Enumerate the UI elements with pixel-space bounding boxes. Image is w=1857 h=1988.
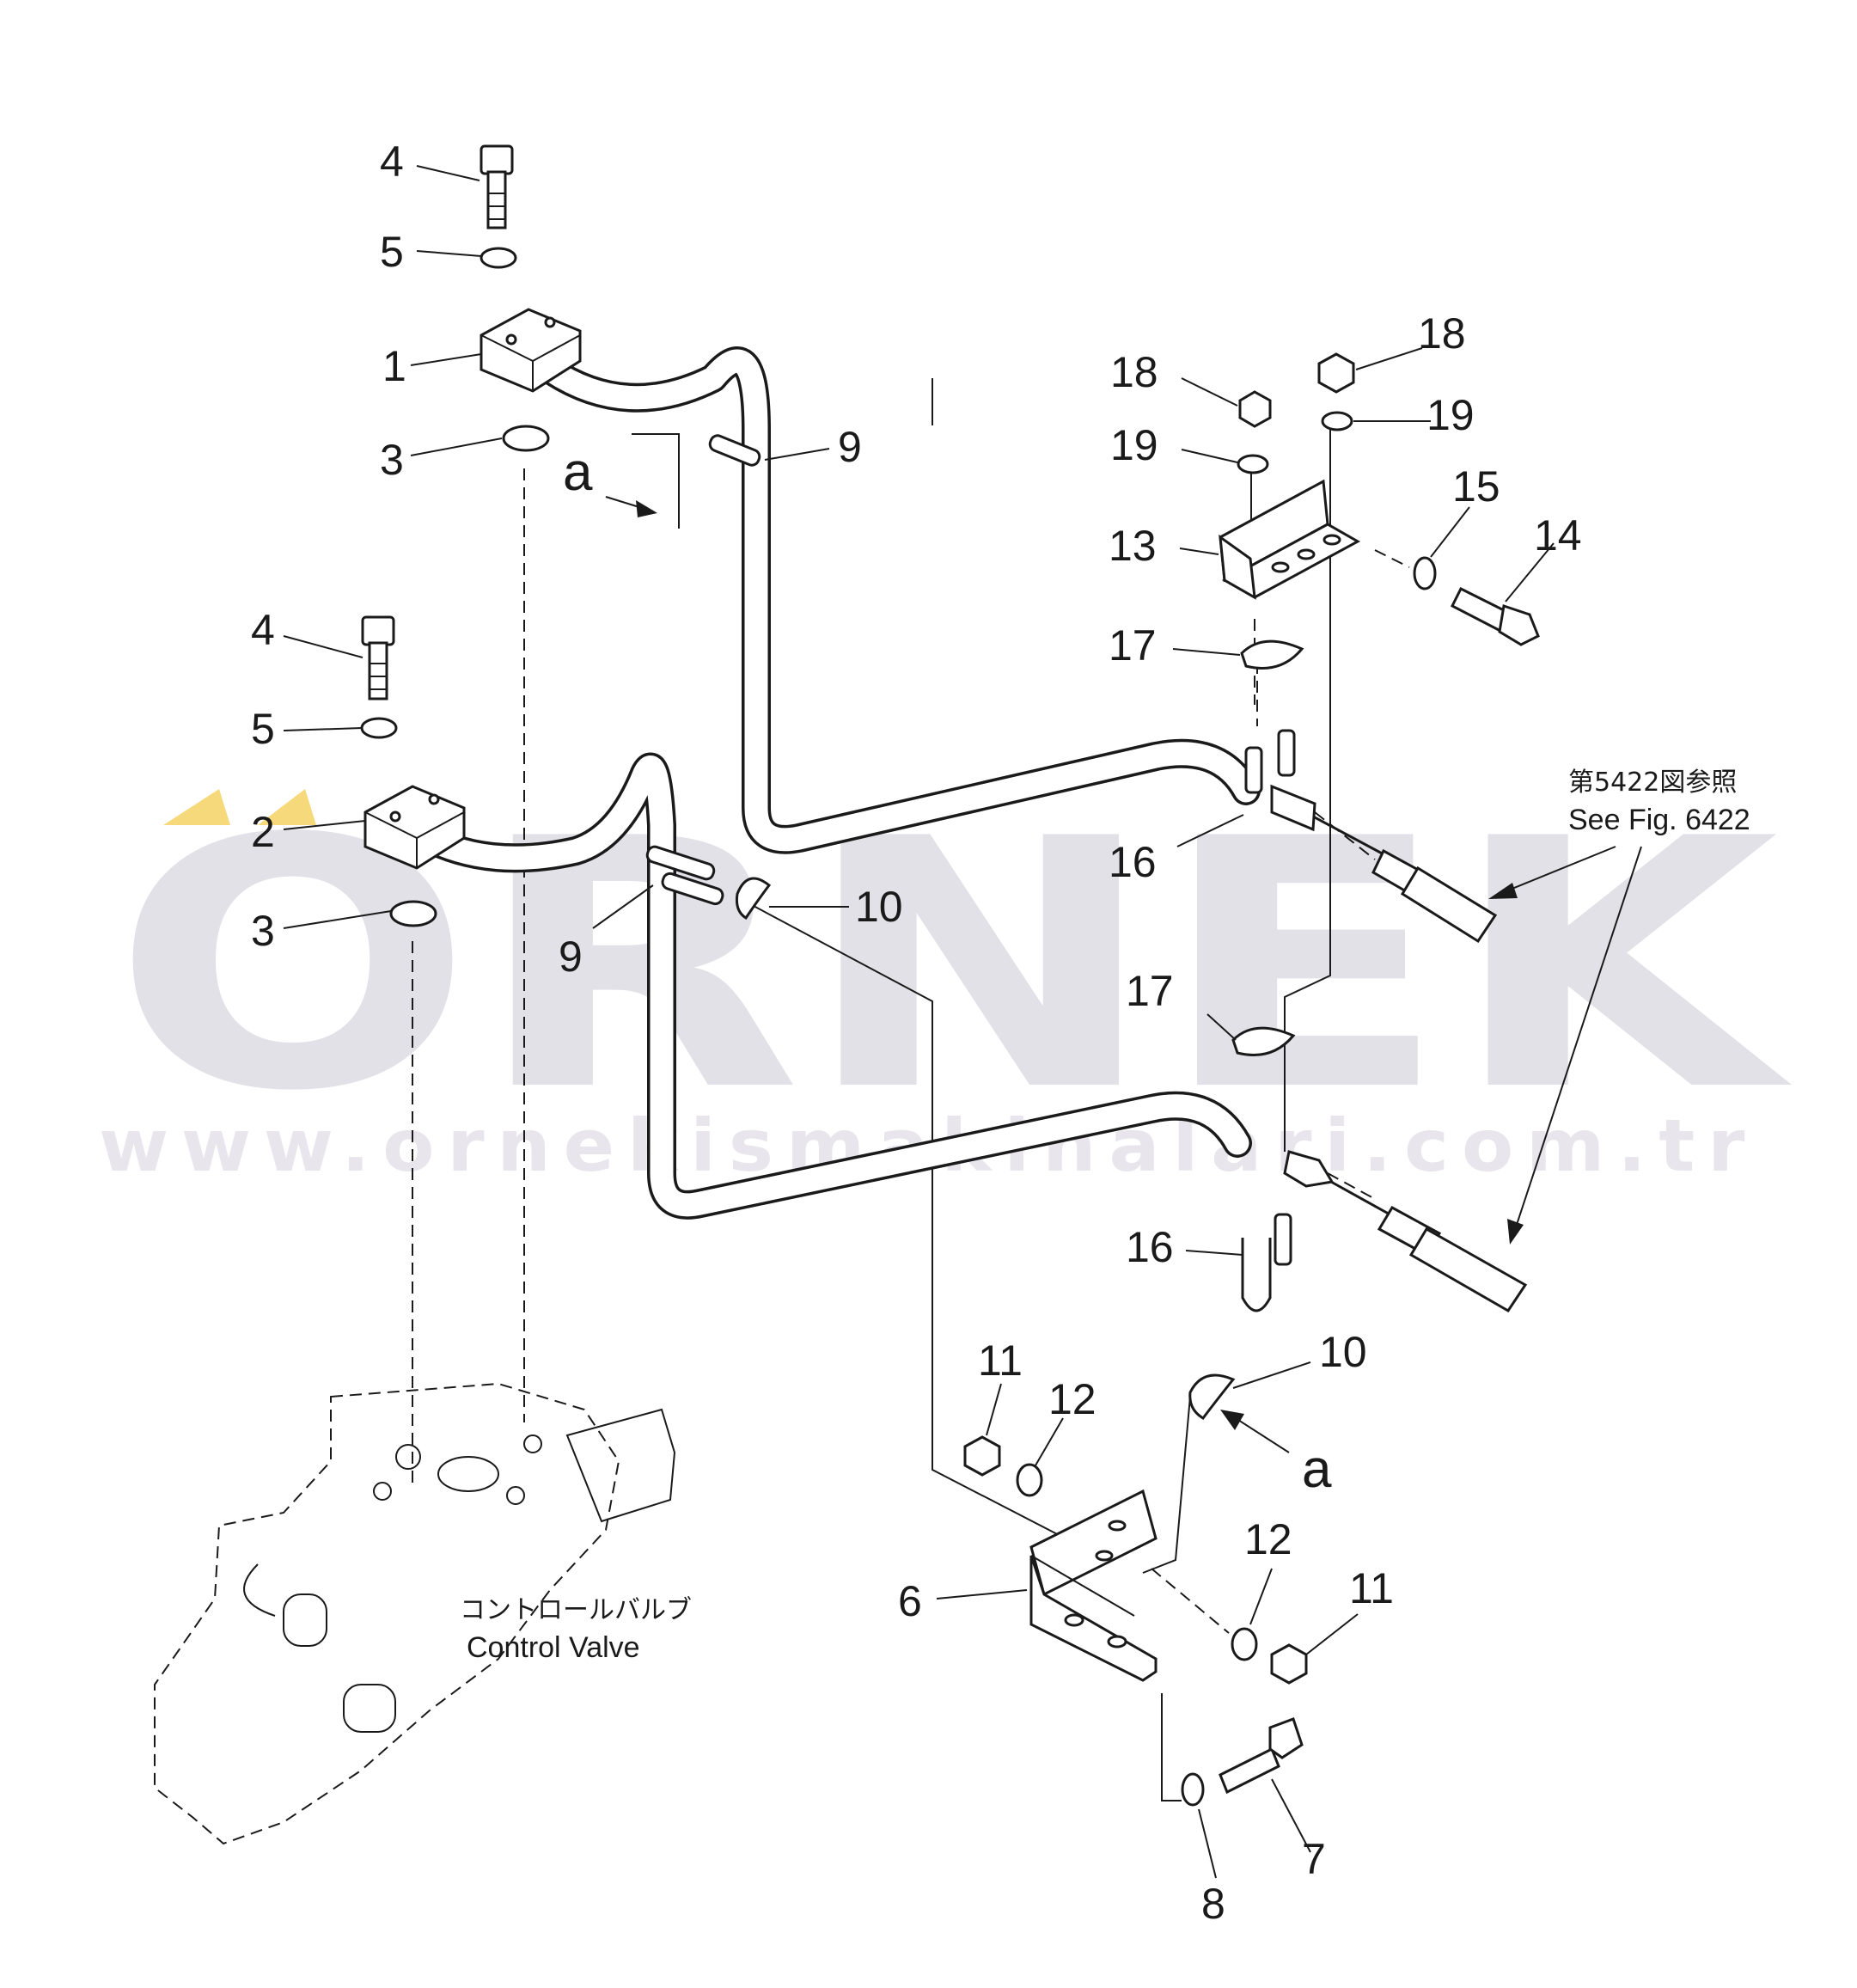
flange-1 <box>480 308 582 393</box>
watermark-accent-left <box>163 789 230 825</box>
callout-10-lower: 10 <box>1319 1328 1367 1376</box>
bracket-13 <box>1219 479 1361 600</box>
nut-11-upper <box>963 1435 1001 1477</box>
callout-18-left: 18 <box>1110 348 1158 396</box>
clip-9-upper <box>708 434 761 467</box>
callout-9-upper: 9 <box>838 423 862 471</box>
callout-15: 15 <box>1452 462 1500 511</box>
bolt-4-upper <box>480 144 514 229</box>
fig-ref-label-jp: 第5422図参照 <box>1568 768 1737 798</box>
callout-10-upper: 10 <box>855 883 903 931</box>
fitting-16-lower <box>1241 1150 1335 1312</box>
bolt-7 <box>1219 1717 1304 1795</box>
pipe-upper <box>535 346 1261 854</box>
clip-9-lower <box>645 845 724 906</box>
callout-numbers: 4 5 1 3 9 4 5 2 3 9 10 18 18 19 19 15 14… <box>251 138 1582 1928</box>
callout-17-lower: 17 <box>1126 967 1174 1015</box>
washer-19-right <box>1321 411 1353 431</box>
callout-16-lower: 16 <box>1126 1223 1174 1271</box>
view-a-label-upper: a <box>563 443 593 502</box>
watermark-accent-right <box>258 789 316 825</box>
callout-8: 8 <box>1201 1880 1225 1928</box>
callout-3-upper: 3 <box>380 436 404 484</box>
callout-5-lower: 5 <box>251 705 275 753</box>
pipe-lower <box>398 752 1252 1220</box>
callout-1: 1 <box>382 342 406 390</box>
washer-12-upper <box>1016 1463 1043 1497</box>
fig-ref-label-en: See Fig. 6422 <box>1568 804 1750 836</box>
clamp-10-upper <box>736 877 772 921</box>
view-a-arrow-lower <box>1220 1410 1290 1453</box>
callout-12-upper: 12 <box>1048 1375 1096 1423</box>
oring-3-lower <box>389 900 437 927</box>
clamp-17-lower <box>1231 1026 1296 1056</box>
callout-13: 13 <box>1109 522 1157 570</box>
bolt-14 <box>1450 586 1540 646</box>
view-a-label-lower: a <box>1302 1440 1332 1499</box>
nut-18-right <box>1317 352 1355 394</box>
clamp-10-lower <box>1188 1373 1236 1420</box>
callout-16-upper: 16 <box>1109 838 1157 886</box>
washer-15 <box>1413 556 1437 590</box>
washer-12-lower <box>1231 1627 1258 1661</box>
callout-9-lower: 9 <box>559 933 583 981</box>
callout-19-left: 19 <box>1110 421 1158 469</box>
watermark: ORNEK www.ornekismakinalari.com.tr <box>99 767 1795 1188</box>
fig-ref-arrows <box>1488 846 1642 1245</box>
callout-4-lower: 4 <box>251 606 275 654</box>
callout-17-upper: 17 <box>1109 621 1157 670</box>
callout-4-upper: 4 <box>380 138 404 186</box>
oring-3-upper <box>502 425 550 452</box>
callout-14: 14 <box>1534 511 1582 560</box>
washer-5-upper <box>480 247 517 269</box>
control-valve-label-en: Control Valve <box>467 1631 640 1664</box>
fitting-16-upper <box>1244 729 1316 832</box>
control-valve <box>154 1382 676 1845</box>
washer-8 <box>1181 1772 1205 1807</box>
nut-18-left <box>1238 390 1272 428</box>
callout-3-lower: 3 <box>251 907 275 955</box>
nut-11-lower <box>1270 1643 1308 1685</box>
callout-6: 6 <box>898 1577 922 1625</box>
hose-lower <box>1323 1176 1528 1313</box>
callout-leaders <box>283 165 1555 1879</box>
callout-5-upper: 5 <box>380 228 404 276</box>
view-a-arrow-upper <box>605 496 657 517</box>
leader-lines <box>412 378 1410 1801</box>
callout-18-right: 18 <box>1418 309 1466 358</box>
bracket-6 <box>1029 1489 1158 1682</box>
clamp-17-upper <box>1240 639 1304 670</box>
callout-12-lower: 12 <box>1244 1515 1292 1563</box>
callout-11-upper: 11 <box>978 1337 1023 1385</box>
washer-5-lower <box>360 717 398 739</box>
callout-11-lower: 11 <box>1349 1564 1394 1612</box>
control-valve-label-jp: コントロールバルブ <box>460 1595 692 1625</box>
callout-7: 7 <box>1302 1835 1326 1883</box>
washer-19-left <box>1237 454 1269 474</box>
callout-2: 2 <box>251 808 275 856</box>
flange-2 <box>363 785 466 870</box>
bolt-4-lower <box>361 615 395 700</box>
callout-19-right: 19 <box>1426 391 1475 439</box>
